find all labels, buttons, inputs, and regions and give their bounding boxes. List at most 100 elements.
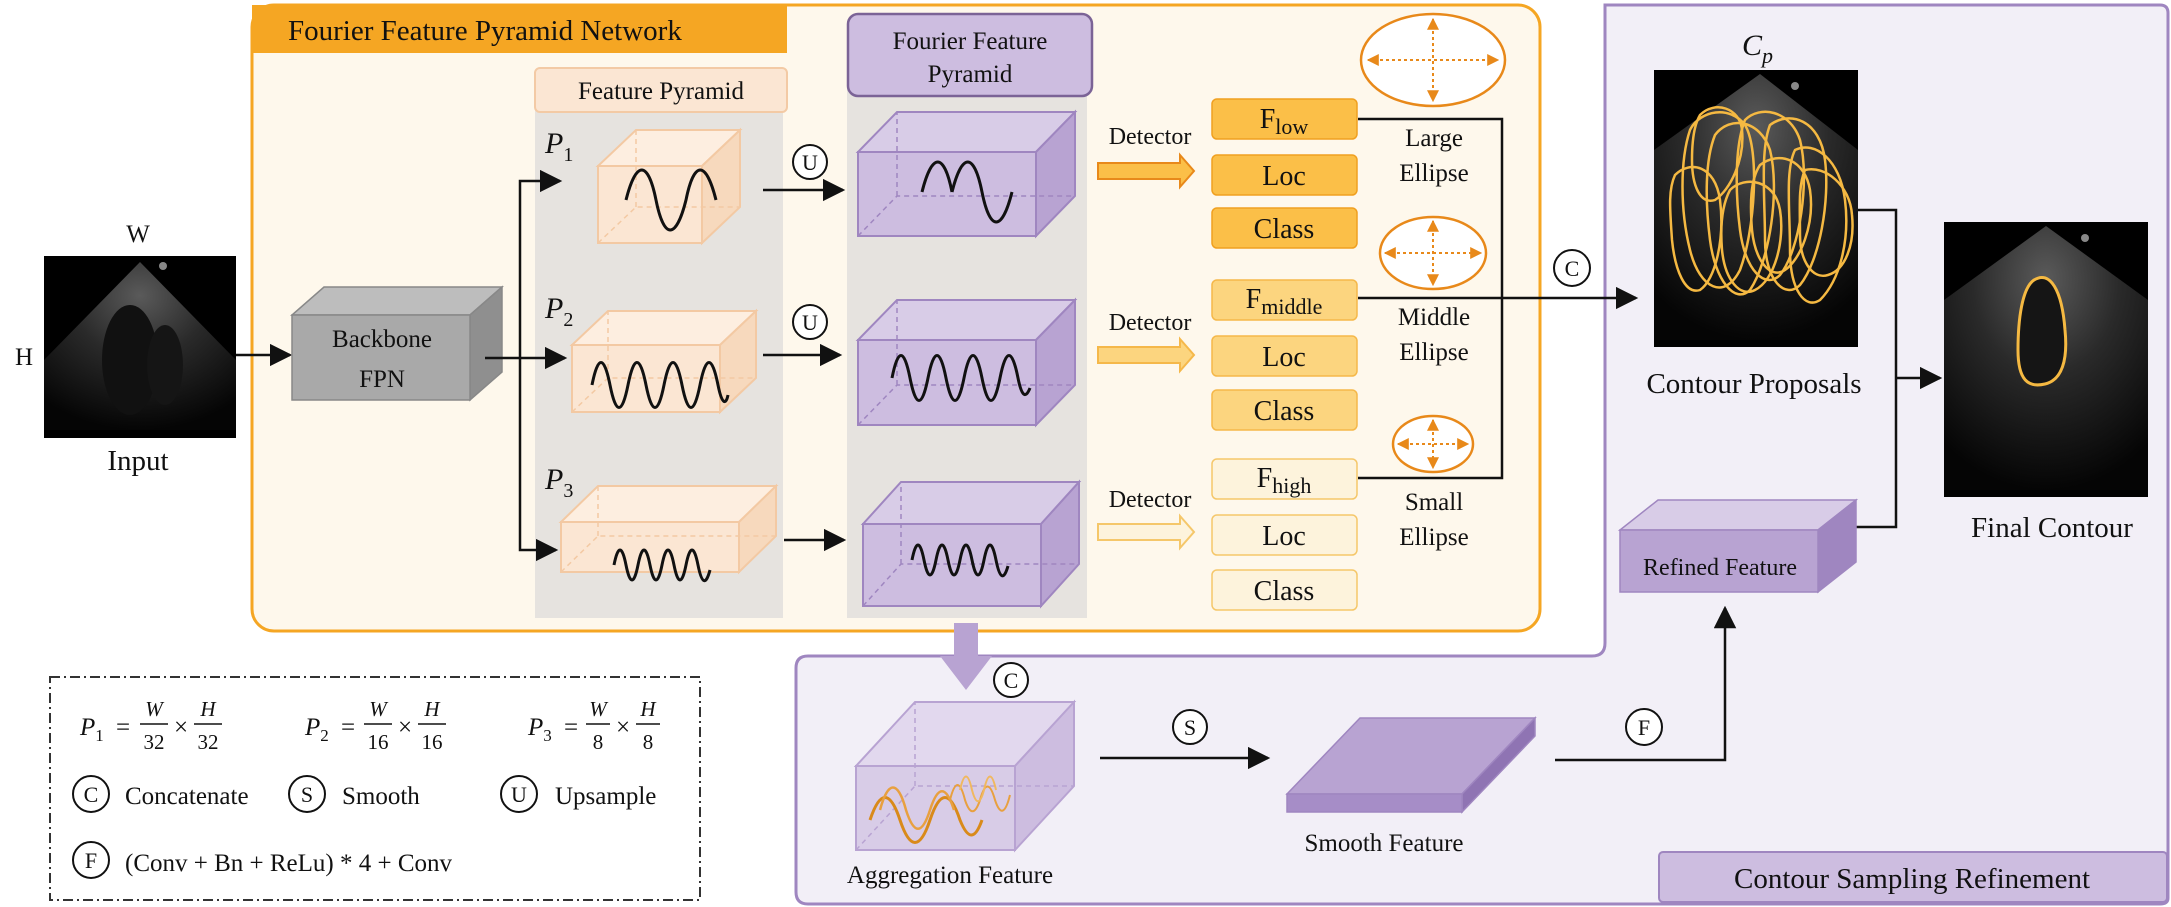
upsample-op-2: U	[792, 304, 828, 340]
ellipse-large-icon	[1359, 12, 1507, 108]
svg-text:C: C	[1565, 256, 1580, 281]
head-class-2-label: Class	[1254, 396, 1315, 427]
smooth-op: S	[1172, 709, 1208, 745]
head-class-1-label: Class	[1254, 214, 1315, 245]
ellipse-small-icon	[1391, 414, 1475, 474]
svg-text:Fhigh: Fhigh	[1257, 463, 1312, 498]
csr-title: Contour Sampling Refinement	[1734, 863, 2090, 895]
head-f-high	[1211, 458, 1358, 500]
pyramid-label-p2: P2	[544, 292, 573, 331]
svg-text:U: U	[802, 150, 818, 175]
svg-text:W: W	[369, 697, 389, 721]
feature-cube-p2	[569, 308, 759, 415]
ellipse-middle-icon	[1378, 215, 1488, 291]
head-loc-3	[1211, 514, 1358, 556]
svg-text:W: W	[589, 697, 609, 721]
head-class-3	[1211, 569, 1358, 611]
svg-text:8: 8	[593, 730, 604, 754]
pyramid-label-p1: P1	[544, 127, 573, 166]
concat-op-bottom: C	[993, 662, 1029, 698]
svg-text:=: =	[341, 714, 355, 741]
svg-text:32: 32	[144, 730, 165, 754]
fourier-cube-3	[860, 479, 1082, 609]
svg-text:×: ×	[398, 714, 412, 741]
svg-text:8: 8	[643, 730, 654, 754]
final-contour-image	[1944, 222, 2148, 497]
svg-text:P2: P2	[304, 714, 329, 745]
fourier-pyramid-title-l2: Pyramid	[928, 61, 1013, 88]
aggregation-cube	[853, 699, 1077, 853]
svg-text:(Conv + Bn + ReLu) * 4 + Conv: (Conv + Bn + ReLu) * 4 + Conv	[125, 850, 453, 877]
head-loc-1	[1211, 154, 1358, 196]
svg-text:Upsample: Upsample	[555, 783, 656, 810]
svg-text:×: ×	[616, 714, 630, 741]
svg-text:=: =	[564, 714, 578, 741]
head-loc-2-label: Loc	[1262, 342, 1306, 373]
ellipse-large-l2: Ellipse	[1399, 160, 1468, 187]
feature-cube-p3	[558, 483, 779, 583]
backbone-label-l2: FPN	[359, 366, 405, 393]
ellipse-middle-l2: Ellipse	[1399, 339, 1468, 366]
legend-f-definition: F (Conv + Bn + ReLu) * 4 + Conv	[72, 841, 453, 879]
legend-eq-p2: P2 = W 16 × H 16	[304, 697, 446, 754]
ellipse-large-l1: Large	[1405, 125, 1463, 152]
legend-smooth: S Smooth	[288, 775, 420, 813]
input-h-label: H	[15, 344, 33, 371]
aggregation-feature-label: Aggregation Feature	[847, 862, 1053, 889]
svg-text:H: H	[423, 697, 441, 721]
svg-text:F: F	[85, 848, 97, 873]
pyramid-label-p3: P3	[544, 463, 573, 502]
svg-text:F: F	[1638, 715, 1650, 740]
smooth-feature-label: Smooth Feature	[1304, 830, 1463, 857]
ffpn-title-box	[252, 5, 787, 53]
feature-pyramid-title: Feature Pyramid	[578, 78, 744, 105]
detector-label-1: Detector	[1109, 124, 1192, 150]
input-image	[44, 256, 236, 438]
ffpn-title: Fourier Feature Pyramid Network	[288, 15, 682, 47]
feature-cube-p1	[595, 127, 743, 246]
final-join-lines	[1852, 208, 1943, 529]
concat-down-arrow	[940, 623, 992, 690]
legend-eq-p1: P1 = W 32 × H 32	[79, 697, 222, 754]
head-loc-1-label: Loc	[1262, 161, 1306, 192]
svg-text:Smooth: Smooth	[342, 783, 420, 810]
head-f-low-sub: low	[1275, 114, 1308, 139]
fourier-cube-2	[855, 297, 1078, 428]
head-f-middle-label: F	[1246, 284, 1262, 315]
svg-text:=: =	[116, 714, 130, 741]
svg-text:C: C	[1004, 668, 1019, 693]
svg-text:S: S	[301, 782, 313, 807]
fourier-cube-1	[855, 109, 1078, 239]
detector-label-2: Detector	[1109, 310, 1192, 336]
head-class-2	[1211, 389, 1358, 431]
svg-text:16: 16	[368, 730, 389, 754]
svg-text:16: 16	[422, 730, 443, 754]
input-caption: Input	[107, 445, 168, 477]
svg-text:P1: P1	[79, 714, 104, 745]
svg-text:Concatenate: Concatenate	[125, 783, 249, 810]
head-f-middle	[1211, 279, 1358, 321]
refined-feature-label: Refined Feature	[1643, 555, 1797, 581]
head-loc-2	[1211, 335, 1358, 377]
svg-text:C: C	[84, 782, 99, 807]
head-class-3-label: Class	[1254, 576, 1315, 607]
ellipse-middle-l1: Middle	[1398, 304, 1470, 331]
detector-arrow-3	[1097, 513, 1196, 551]
feature-pyramid-title-box	[534, 67, 788, 113]
detector-arrow-2	[1097, 336, 1196, 374]
concat-lines	[1358, 117, 1639, 480]
detector-label-3: Detector	[1109, 487, 1192, 513]
head-loc-3-label: Loc	[1262, 521, 1306, 552]
legend-concat: C Concatenate	[72, 775, 249, 813]
head-f-middle-sub: middle	[1261, 294, 1322, 319]
svg-text:U: U	[511, 782, 527, 807]
ellipse-small-l1: Small	[1405, 489, 1463, 516]
legend-upsample: U Upsample	[500, 775, 656, 813]
arrow-to-refined	[1555, 605, 1737, 762]
svg-text:H: H	[199, 697, 217, 721]
svg-text:S: S	[1184, 715, 1196, 740]
svg-text:Fmiddle: Fmiddle	[1246, 284, 1323, 319]
head-f-low-label: F	[1260, 104, 1276, 135]
